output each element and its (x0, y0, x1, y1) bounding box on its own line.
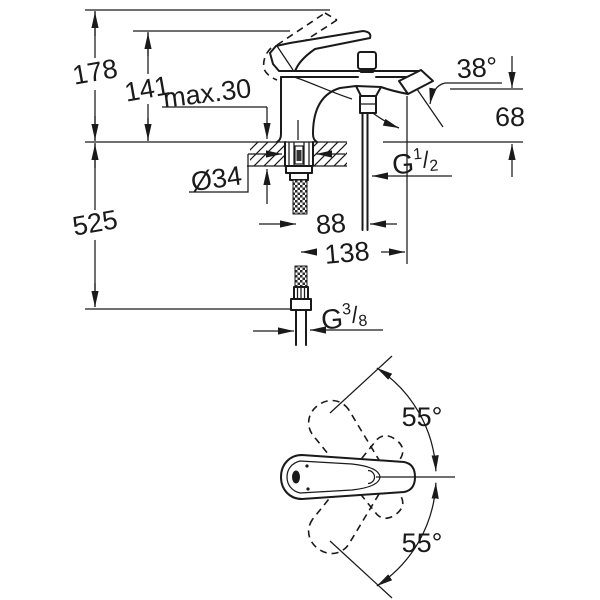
mounting-deck (247, 141, 347, 167)
handle-pivot-notch (367, 469, 376, 485)
front-view: 178 141 525 max.30 Ø34 (70, 9, 525, 346)
diverter-knob (357, 51, 377, 70)
swing-arc-upper (376, 367, 439, 472)
dim-label-55-lower: 55° (402, 528, 443, 558)
dim-label-55-upper: 55° (402, 402, 443, 432)
swing-line-upper (329, 355, 393, 414)
deck-plate (280, 70, 422, 78)
dim-spout-angle: 38° (369, 52, 502, 129)
swing-line-lower (329, 540, 393, 599)
dim-total-height: 178 (70, 11, 120, 141)
dim-deck-thickness: max.30 (161, 73, 271, 204)
dim-hose-length: 525 (70, 143, 120, 307)
shower-hose-pipe (361, 112, 369, 231)
dim-shower-thread: G1/2 (372, 144, 452, 180)
top-view-handle: 55° 55° (280, 355, 455, 599)
dim-label-g12: G1/2 (391, 144, 440, 180)
handle-inner-contour (286, 460, 381, 494)
dim-label-68: 68 (495, 102, 525, 132)
aerator (398, 69, 434, 95)
dim-label-138: 138 (323, 236, 371, 270)
handle-dot-top (305, 464, 309, 468)
dim-outlet-height: 68 (495, 56, 525, 177)
dim-label-525: 525 (70, 204, 120, 241)
handle-dot-bottom (306, 487, 310, 491)
faucet-body (262, 12, 434, 231)
dim-supply-thread: G3/8 (253, 300, 383, 336)
lever-handle (269, 30, 372, 72)
dim-label-dia34: Ø34 (189, 160, 244, 197)
dim-label-38deg: 38° (456, 52, 499, 85)
body-column-left (276, 76, 282, 143)
swing-arc-lower (376, 482, 439, 587)
dim-spout-reach: 138 (301, 236, 405, 270)
threaded-shank (284, 141, 314, 181)
dim-label-178: 178 (70, 53, 120, 90)
dim-outlet-offset: 88 (259, 208, 397, 241)
dim-label-g38: G3/8 (320, 300, 369, 336)
flex-hose (290, 179, 312, 346)
dim-label-88: 88 (315, 208, 348, 241)
lever-raised-knuckle (262, 47, 278, 81)
handle-logo-mark (292, 470, 300, 484)
shower-outlet-stub (355, 85, 382, 97)
body-column-right (312, 85, 357, 143)
